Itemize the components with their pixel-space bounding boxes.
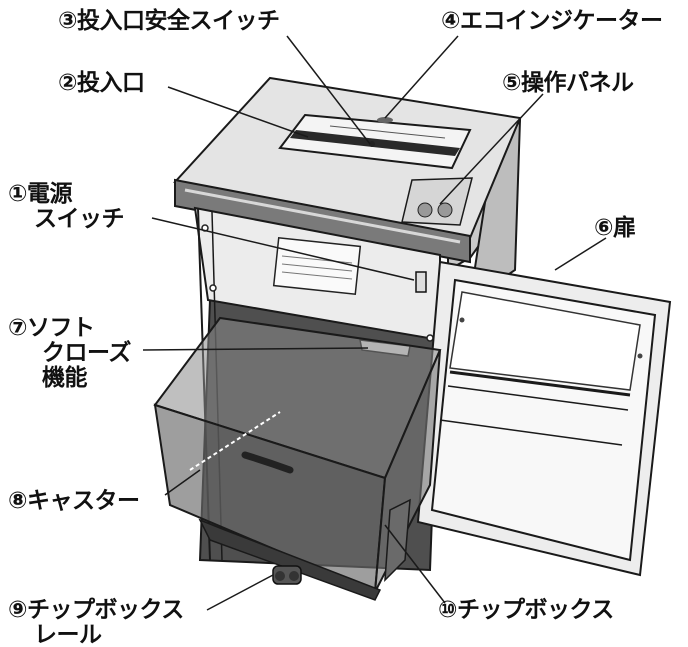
label-soft-close: ⑦ソフト クローズ 機能 [8,316,131,391]
leader-line-5 [439,93,544,205]
label-slot-safety-switch: ③投入口安全スイッチ [58,8,280,34]
slot-opening [290,130,460,156]
label-chip-box-rail-line2: レール [34,622,102,647]
leader-line-8 [164,469,201,496]
label-chip-box: ⑩チップボックス [438,597,614,623]
cabinet-top-edge [174,178,471,264]
warning-sticker [272,237,362,295]
leader-line-10 [384,524,446,604]
leader-line-9 [206,574,274,611]
label-control-panel: ⑤操作パネル [502,70,634,96]
eco-indicator-mark [377,117,393,123]
label-soft-close-line2: クローズ [42,340,131,366]
chip-box-handle [241,451,294,474]
control-panel [401,177,473,226]
label-chip-box-rail: ⑨チップボックス レール [8,598,184,647]
label-power-switch-line2: スイッチ [34,206,125,232]
label-caster: ⑧キャスター [8,488,140,514]
leader-line-7 [142,347,369,351]
safety-switch-dot [369,141,375,147]
label-eco-indicator: ④エコインジケーター [441,8,663,34]
leader-line-4 [384,35,459,119]
leader-line-1 [151,217,415,281]
label-chip-box-rail-line1: ⑨チップボックス [8,597,184,623]
label-power-switch: ①電源 スイッチ [8,181,125,232]
power-switch [415,271,427,293]
leader-line-6 [554,237,607,271]
label-power-switch-line1: ①電源 [8,181,72,207]
leader-line-2 [167,86,309,138]
label-soft-close-line1: ⑦ソフト [8,315,95,341]
chip-box-rail [198,518,382,601]
label-door: ⑥扉 [594,215,636,241]
label-soft-close-line3: 機能 [42,365,87,391]
leader-line-3 [286,35,371,145]
label-slot: ②投入口 [58,70,145,96]
